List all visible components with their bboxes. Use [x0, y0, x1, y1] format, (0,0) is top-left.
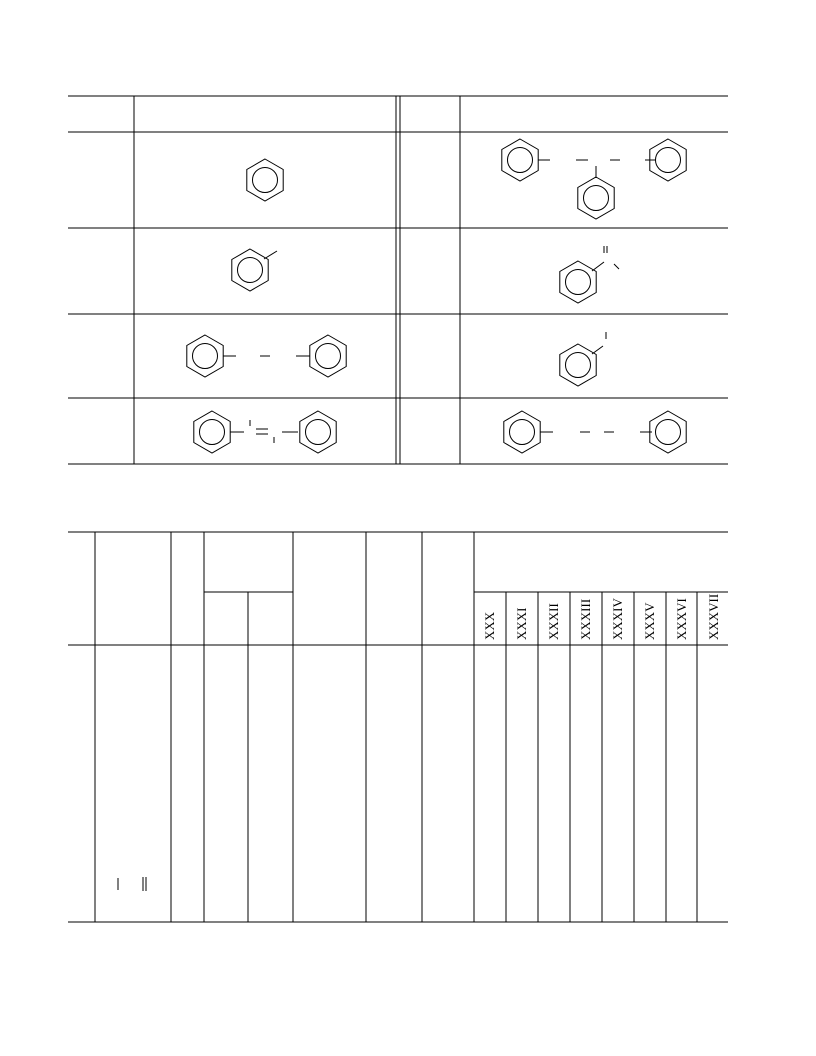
diphenyl-dashed-link-icon — [503, 410, 687, 454]
column-label-xxxvi: XXXVI — [674, 598, 689, 640]
column-label-xxx: XXX — [482, 611, 497, 640]
column-header-labels: XXX XXXI XXXII XXXIII XXXIV XXXV XXXVI X… — [482, 594, 721, 640]
structure-table — [68, 95, 728, 465]
column-label-xxxiii: XXXIII — [578, 599, 593, 640]
triphenyl-branched-icon — [501, 138, 687, 220]
column-label-xxxi: XXXI — [514, 608, 529, 641]
column-label-xxxii: XXXII — [546, 603, 561, 640]
phenyl-group-icon — [231, 248, 278, 292]
column-label-xxxiv: XXXIV — [610, 598, 625, 640]
phenyl-substituted-icon — [559, 332, 607, 387]
biphenyl-linked-icon — [186, 334, 347, 378]
diphenyl-double-bond-icon — [193, 410, 337, 454]
benzene-ring-icon — [246, 158, 284, 202]
column-label-xxxvii: XXXVII — [706, 594, 721, 640]
carbonyl-phenyl-icon — [559, 246, 620, 304]
bar-marks — [117, 877, 147, 891]
data-table-grid — [68, 531, 728, 923]
column-label-xxxv: XXXV — [642, 602, 657, 640]
